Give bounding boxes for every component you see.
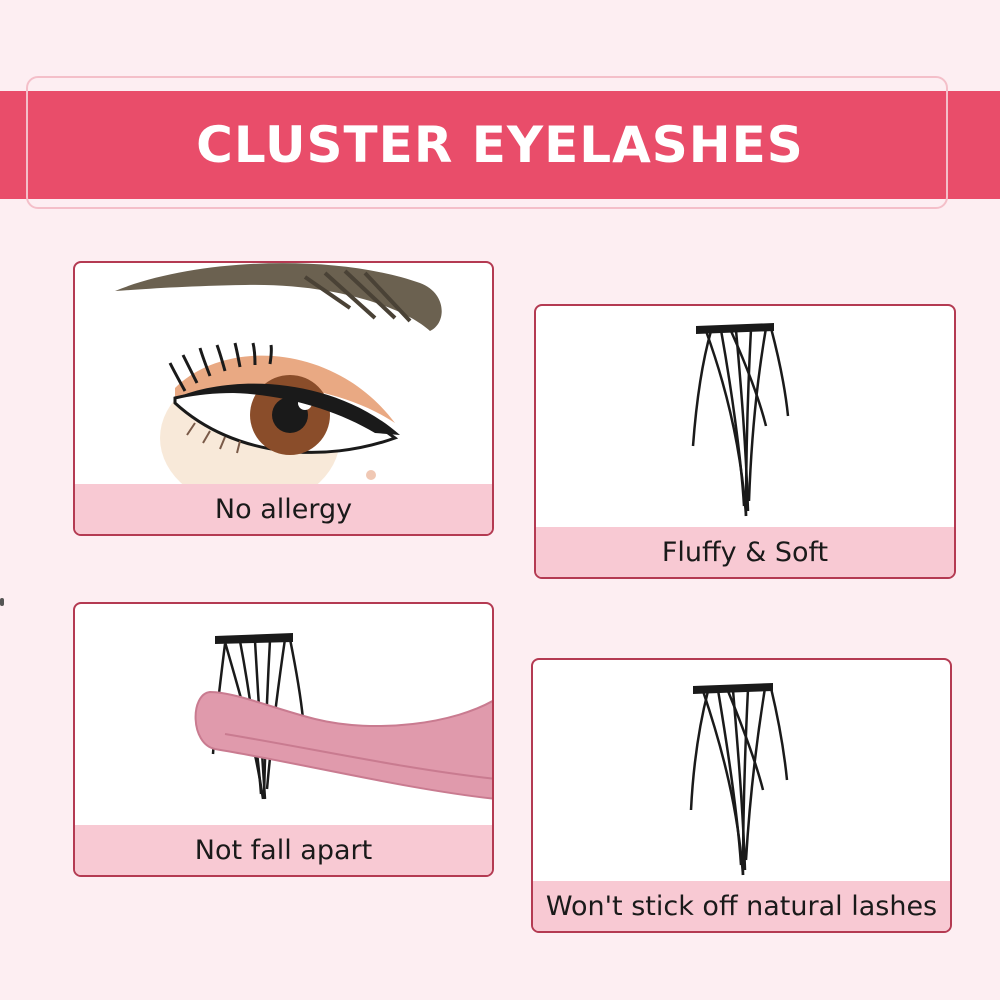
lash-cluster-illustration-icon: [689, 683, 789, 876]
feature-card-wont-stick-off: Won't stick off natural lashes: [531, 658, 952, 933]
edge-mark: [0, 598, 4, 606]
feature-label: Not fall apart: [194, 834, 373, 866]
caption-bar: [536, 527, 954, 577]
title-banner: [0, 91, 1000, 199]
caption-bar: [533, 881, 950, 931]
feature-card-fluffy-soft: Fluffy & Soft: [534, 304, 956, 579]
feature-label: No allergy: [214, 493, 353, 525]
feature-card-not-fall-apart: Not fall apart: [73, 602, 494, 877]
caption-bar: [75, 825, 492, 875]
eye-with-lashes-illustration-icon: [115, 263, 442, 508]
feature-label: Fluffy & Soft: [661, 536, 829, 568]
title-banner-frame: [26, 76, 948, 209]
page-title: CLUSTER EYELASHES: [196, 116, 804, 174]
lash-cluster-illustration-icon: [691, 323, 790, 517]
feature-label: Won't stick off natural lashes: [545, 890, 938, 922]
caption-bar: [75, 484, 492, 534]
lash-cluster-with-tweezer-illustration-icon: [194, 633, 492, 800]
feature-card-no-allergy: No allergy: [73, 261, 494, 536]
